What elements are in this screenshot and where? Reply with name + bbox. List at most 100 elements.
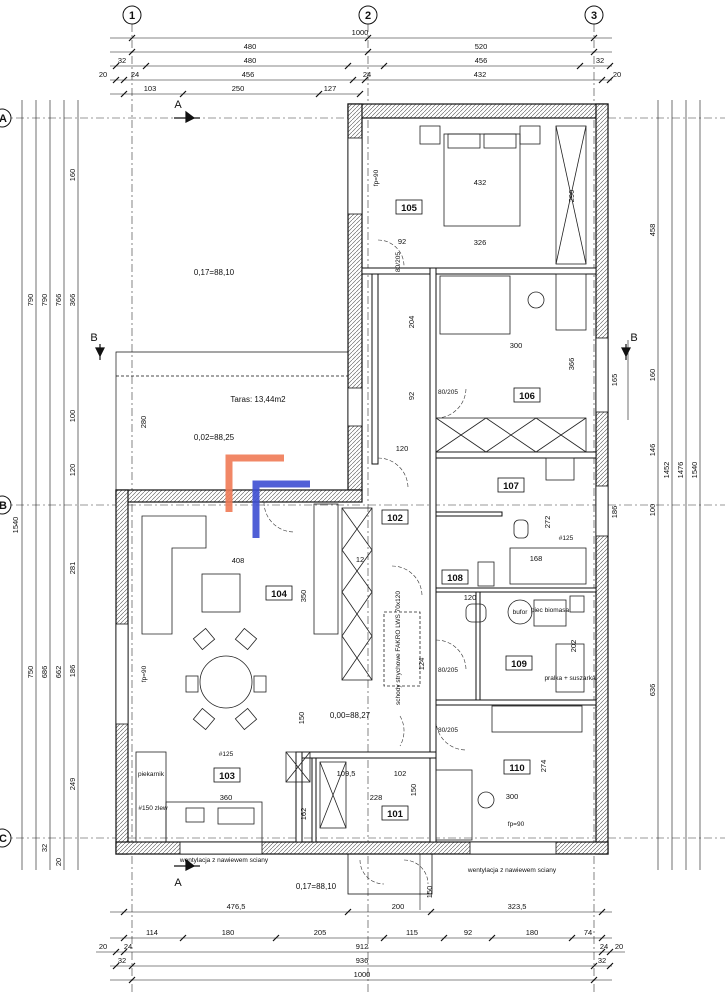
dim-right-636: 636 [648,684,657,697]
dim-left-20: 20 [54,858,63,866]
dim-92-b: 92 [407,392,416,400]
dim-left-186: 186 [68,665,77,678]
dim-102-width: 102 [394,769,407,778]
level-terrace: 0,02=88,25 [194,433,235,442]
dim-109-depth: 124 [417,658,426,671]
dim-left-750: 750 [26,666,35,679]
dim-top-456b: 456 [242,70,255,79]
dim-bottom-92: 92 [464,928,472,937]
dim-108-width: 168 [530,554,543,563]
axis-label-3: 3 [591,10,597,22]
dim-top-432: 432 [474,70,487,79]
dim-bottom-115: 115 [406,928,418,937]
section-b-left: B [90,332,97,344]
orange-marker [225,454,284,512]
terrace-outline [115,351,348,490]
dim-110-depth: 274 [539,760,548,773]
right-dimension-lines [627,100,701,870]
dim-left-686: 686 [40,666,49,679]
room-108: 108 [447,573,463,584]
buffer-label: bufor [513,609,529,616]
dim-92-a: 92 [398,237,406,246]
dim-bottom-total: 1000 [354,970,371,979]
dim-105-depth: 290 [567,190,576,203]
dim-bottom-936: 936 [356,956,369,965]
dim-left-366: 366 [68,294,77,307]
axis-label-c: C [0,833,7,845]
room-110: 110 [509,763,524,774]
room-106: 106 [519,391,535,402]
dim-102-12: 12 [356,555,364,564]
dim-top-32b: 32 [596,56,604,65]
axis-label-2: 2 [365,10,371,22]
dim-top-24a: 24 [131,70,139,79]
room-tags [213,199,541,821]
door-label-4: 80/205 [395,252,402,272]
dim-103-depth: 162 [299,808,308,821]
section-a-bottom: A [174,877,182,889]
dim-108-depth: 120 [464,593,477,602]
dim-left-766: 766 [54,294,63,307]
dim-top-20b: 20 [613,70,621,79]
dim-right-1452: 1452 [662,462,671,479]
dim-bottom-180b: 180 [526,928,539,937]
dim-104-depth: 350 [299,590,308,603]
exterior-walls [115,103,609,855]
dim-left-100: 100 [68,410,77,423]
dim-106-depth: 366 [567,358,576,371]
room-105: 105 [401,203,418,214]
dim-right-100: 100 [648,504,657,517]
dim-105-inner: 326 [474,238,487,247]
dim-150-hall: 150 [297,712,306,725]
section-b-right: B [630,332,637,344]
room-103: 103 [219,771,235,782]
fp-label-110: fp=90 [508,821,525,828]
room-104: 104 [271,589,288,600]
dim-top-total: 1000 [352,28,369,37]
dim-top-32a: 32 [118,56,126,65]
dim-106-width: 300 [510,341,523,350]
dim-bottom-200: 200 [392,902,405,911]
axis-label-1: 1 [129,10,135,22]
furniture [135,125,587,843]
dim-bottom-114: 114 [146,928,158,937]
axis-bubbles [0,5,604,848]
dim-bottom-24a: 24 [124,942,132,951]
vent-label-2: wentylacja z nawiewem sciany [467,867,557,874]
level-floor: 0,00=88,27 [330,711,371,720]
dim-bottom-32a: 32 [118,956,126,965]
door-label-1: 80/205 [438,389,458,396]
blue-marker [252,480,310,538]
left-dimension-lines [21,100,79,870]
room-102: 102 [387,513,403,524]
axis-label-b: B [0,500,7,512]
dim-105-width: 432 [474,178,487,187]
dim-106-inner: 204 [407,316,416,329]
dim-left-160: 160 [68,169,77,182]
dim-right-165: 165 [610,374,619,387]
top-dimension-lines [110,34,614,98]
dim-left-281: 281 [68,562,77,575]
dim-left-249: 249 [68,778,77,791]
room-109: 109 [511,659,527,670]
section-markers [95,110,631,871]
dim-bottom-20b: 20 [615,942,623,951]
section-a-top: A [174,99,182,111]
interior-walls [295,267,597,843]
axis-label-a: A [0,113,7,125]
dim-right-total: 1540 [690,462,699,479]
dim-left-120: 120 [68,464,77,477]
bottom-dimension-lines [96,850,625,984]
vent-label-1: wentylacja z nawiewem sciany [179,857,269,864]
door-label-2: 80/205 [438,727,458,734]
room-107: 107 [503,481,519,492]
stair-note: schody strychowe FAKRO LWS 70x120 [395,591,402,705]
dim-bottom-180a: 180 [222,928,235,937]
entrance-steps [347,853,433,895]
dim-bottom-150: 150 [425,886,434,899]
dim-top-480b: 480 [244,56,257,65]
level-entrance: 0,17=88,10 [296,882,337,891]
dim-left-total: 1540 [11,517,20,534]
level-terrace-top: 0,17=88,10 [194,268,235,277]
